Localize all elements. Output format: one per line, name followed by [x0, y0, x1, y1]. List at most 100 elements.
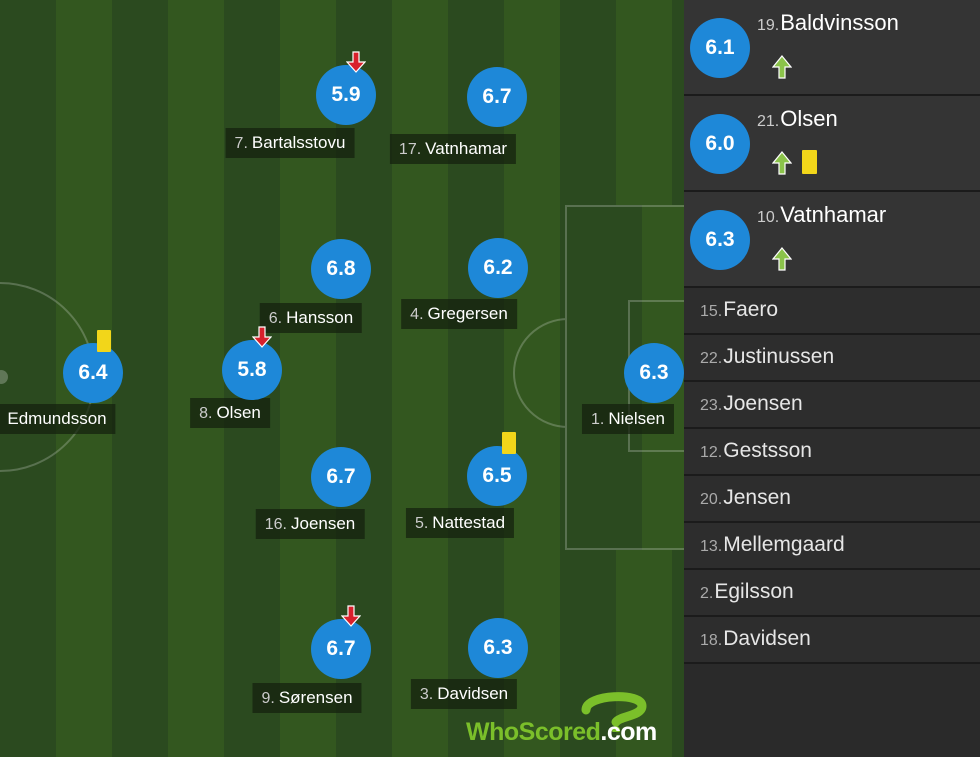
player-name: Gregersen — [427, 304, 508, 323]
player-number: 1. — [590, 411, 605, 428]
substitute-number: 10. — [757, 209, 780, 226]
substitute-name: Olsen — [780, 106, 838, 131]
bench-player-label: 22.Justinussen — [700, 345, 834, 369]
bench-player-row[interactable]: 13.Mellemgaard — [684, 523, 980, 570]
whoscored-question-mark-logo-icon — [581, 692, 647, 732]
player-name: Joensen — [290, 514, 356, 533]
bench-player-name: Faero — [723, 298, 779, 321]
substitute-name: Vatnhamar — [780, 202, 887, 227]
bench-player-label: 18.Davidsen — [700, 627, 811, 651]
substitute-number: 21. — [757, 113, 780, 130]
sub-off-arrow-icon — [252, 326, 272, 348]
bench-player-name: Jensen — [723, 486, 791, 509]
bench-player-number: 20. — [700, 491, 723, 508]
player-number: 5. — [414, 515, 429, 532]
player-name-label: 1.Nielsen — [581, 404, 675, 434]
bench-player-name: Mellemgaard — [723, 533, 845, 556]
player-rating[interactable]: 6.7 — [467, 67, 527, 127]
player-name-label: 6.Hansson — [259, 303, 363, 333]
substitute-name-label: 10.Vatnhamar — [757, 202, 886, 228]
player-name: Edmundsson — [7, 409, 107, 428]
player-rating[interactable]: 6.7 — [311, 619, 371, 679]
bench-player-number: 22. — [700, 350, 723, 367]
substitute-rating[interactable]: 6.0 — [690, 114, 750, 174]
yellow-card-icon — [97, 330, 111, 352]
player-name-label: 5.Nattestad — [405, 508, 515, 538]
bench-player-row[interactable]: 20.Jensen — [684, 476, 980, 523]
bench-player-name: Davidsen — [723, 627, 811, 650]
player-name-label: 17.Vatnhamar — [389, 134, 517, 164]
sub-off-arrow-icon — [341, 605, 361, 627]
bench-player-label: 20.Jensen — [700, 486, 791, 510]
bench-player-label: 2.Egilsson — [700, 580, 794, 604]
player-name-label: 9.Sørensen — [252, 683, 362, 713]
player-rating[interactable]: 6.3 — [624, 343, 684, 403]
player-rating[interactable]: 5.9 — [316, 65, 376, 125]
bench-player-label: 23.Joensen — [700, 392, 803, 416]
centre-spot — [0, 370, 8, 384]
yellow-card-icon — [502, 432, 516, 454]
substitute-name: Baldvinsson — [780, 10, 899, 35]
player-number: 8. — [199, 405, 213, 422]
substitutes-panel: 6.1 19.Baldvinsson 6.0 21.Olsen 6.3 10.Vatnha… — [684, 0, 980, 757]
player-name: Nattestad — [432, 513, 506, 532]
player-name: Davidsen — [437, 684, 509, 703]
player-number: 7. — [234, 135, 248, 152]
player-number: 17. — [398, 141, 422, 158]
player-name-label: 16.Joensen — [255, 509, 365, 539]
bench-player-label: 15.Faero — [700, 298, 778, 322]
player-rating[interactable]: 6.7 — [311, 447, 371, 507]
bench-player-row[interactable]: 23.Joensen — [684, 382, 980, 429]
player-name: Vatnhamar — [425, 139, 508, 158]
player-name: Olsen — [216, 403, 261, 422]
substitute-name-label: 21.Olsen — [757, 106, 838, 132]
bench-player-number: 15. — [700, 303, 723, 320]
yellow-card-icon — [802, 150, 817, 174]
substitute-row[interactable]: 6.3 10.Vatnhamar — [684, 192, 980, 288]
player-name-label: 8.Olsen — [190, 398, 270, 428]
substitute-rating[interactable]: 6.3 — [690, 210, 750, 270]
player-name-label: Edmundsson — [0, 404, 116, 434]
bench-player-number: 13. — [700, 538, 723, 555]
bench-player-row[interactable]: 12.Gestsson — [684, 429, 980, 476]
player-name: Nielsen — [608, 409, 666, 428]
player-number: 4. — [410, 306, 424, 323]
substitute-rating[interactable]: 6.1 — [690, 18, 750, 78]
player-rating[interactable]: 6.4 — [63, 343, 123, 403]
logo-text: WhoScored.com — [466, 718, 657, 746]
bench-player-number: 18. — [700, 632, 723, 649]
player-name-label: 4.Gregersen — [401, 299, 517, 329]
bench-player-number: 23. — [700, 397, 723, 414]
sub-off-arrow-icon — [346, 51, 366, 73]
player-rating[interactable]: 6.8 — [311, 239, 371, 299]
player-name: Hansson — [286, 308, 354, 327]
bench-player-row[interactable]: 22.Justinussen — [684, 335, 980, 382]
sub-in-arrow-icon — [772, 55, 792, 79]
substitute-row[interactable]: 6.1 19.Baldvinsson — [684, 0, 980, 96]
bench-player-row[interactable]: 18.Davidsen — [684, 617, 980, 664]
player-rating[interactable]: 6.3 — [468, 618, 528, 678]
substitute-row[interactable]: 6.0 21.Olsen — [684, 96, 980, 192]
player-rating[interactable]: 6.5 — [467, 446, 527, 506]
bench-player-row[interactable]: 2.Egilsson — [684, 570, 980, 617]
whoscored-logo[interactable]: WhoScored.com — [466, 692, 676, 752]
bench-player-row[interactable]: 15.Faero — [684, 288, 980, 335]
bench-player-name: Justinussen — [723, 345, 835, 368]
bench-player-label: 12.Gestsson — [700, 439, 812, 463]
player-name-label: 3.Davidsen — [410, 679, 518, 709]
player-rating[interactable]: 6.2 — [468, 238, 528, 298]
bench-player-name: Egilsson — [714, 580, 794, 603]
substitute-name-label: 19.Baldvinsson — [757, 10, 899, 36]
player-name-label: 7.Bartalsstovu — [225, 128, 355, 158]
player-name: Sørensen — [278, 688, 353, 707]
player-rating[interactable]: 5.8 — [222, 340, 282, 400]
bench-player-name: Joensen — [723, 392, 803, 415]
bench-player-number: 12. — [700, 444, 723, 461]
bench-player-number: 2. — [700, 585, 714, 602]
bench-player-label: 13.Mellemgaard — [700, 533, 845, 557]
sub-in-arrow-icon — [772, 151, 792, 175]
player-number: 6. — [268, 310, 283, 327]
player-name: Bartalsstovu — [251, 133, 346, 152]
player-number: 3. — [419, 686, 434, 703]
